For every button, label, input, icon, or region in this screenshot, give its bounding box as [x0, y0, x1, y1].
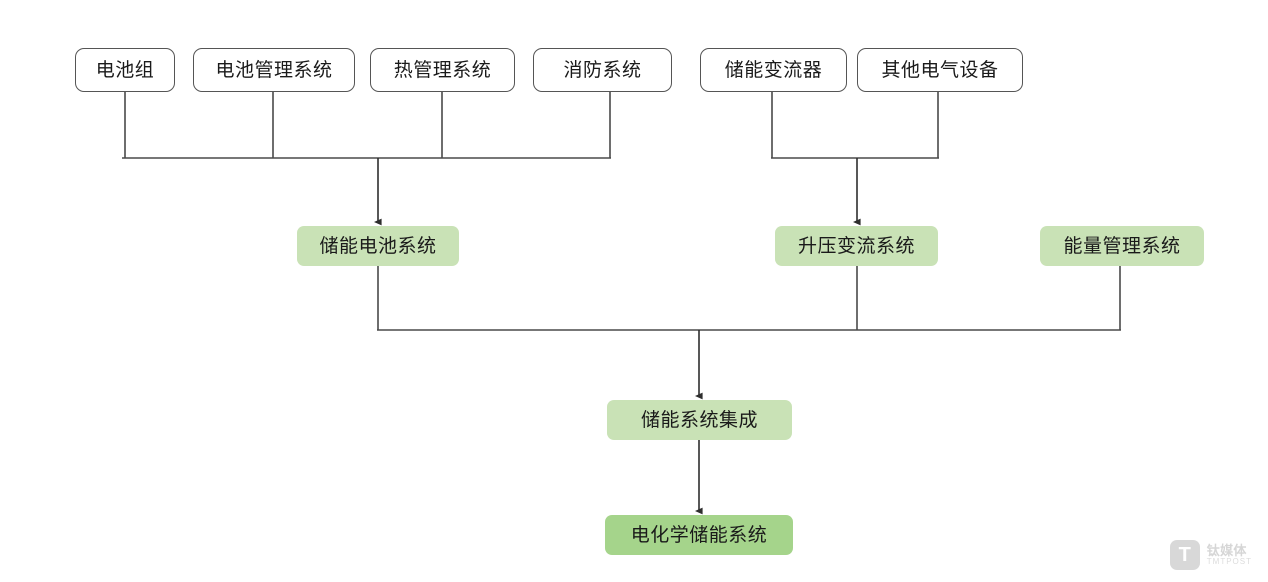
node-fire-protection[interactable]: 消防系统	[533, 48, 672, 92]
node-label: 电池管理系统	[215, 59, 333, 81]
watermark-name-en: TMTPOST	[1206, 556, 1252, 566]
node-battery-pack[interactable]: 电池组	[75, 48, 175, 92]
node-electrochemical-storage[interactable]: 电化学储能系统	[605, 515, 793, 555]
watermark: T 钛媒体 TMTPOST	[1169, 540, 1252, 570]
node-label: 其他电气设备	[881, 59, 999, 81]
node-boost-conversion-system[interactable]: 升压变流系统	[775, 226, 938, 266]
node-bms[interactable]: 电池管理系统	[193, 48, 355, 92]
node-label: 储能电池系统	[319, 235, 437, 257]
node-energy-management-system[interactable]: 能量管理系统	[1040, 226, 1204, 266]
node-other-electrical[interactable]: 其他电气设备	[857, 48, 1023, 92]
node-label: 升压变流系统	[797, 235, 915, 257]
watermark-text: 钛媒体 TMTPOST	[1207, 544, 1252, 566]
node-thermal-management[interactable]: 热管理系统	[370, 48, 515, 92]
node-system-integration[interactable]: 储能系统集成	[607, 400, 792, 440]
node-label: 能量管理系统	[1063, 235, 1181, 257]
node-pcs[interactable]: 储能变流器	[700, 48, 847, 92]
node-battery-system[interactable]: 储能电池系统	[297, 226, 459, 266]
node-label: 消防系统	[563, 59, 642, 81]
node-label: 储能系统集成	[640, 409, 758, 431]
node-label: 储能变流器	[724, 59, 823, 81]
node-label: 电化学储能系统	[630, 524, 768, 546]
node-label: 热管理系统	[393, 59, 492, 81]
watermark-name-cn: 钛媒体	[1206, 542, 1247, 558]
node-label: 电池组	[95, 59, 155, 81]
tmtpost-logo-icon: T	[1169, 540, 1200, 570]
